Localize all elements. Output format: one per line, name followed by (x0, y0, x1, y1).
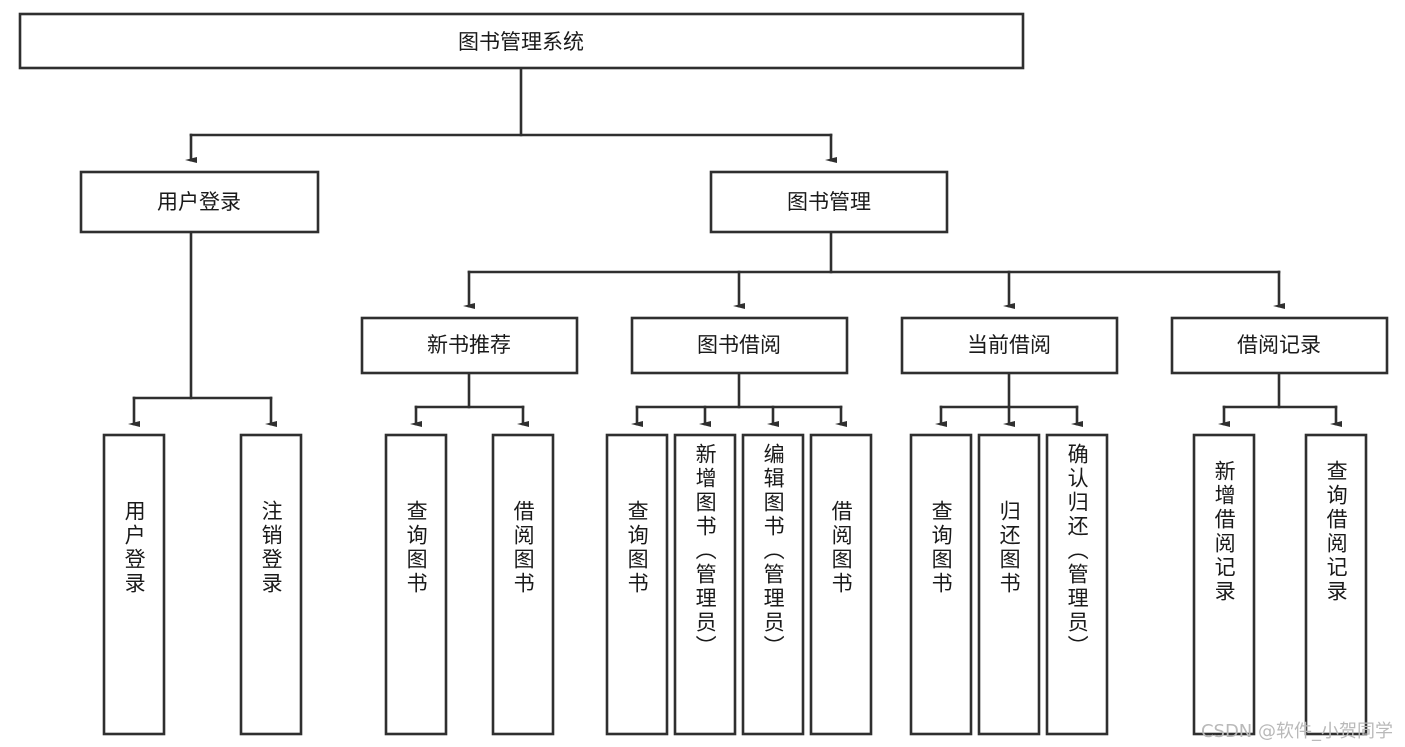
leaf-label-user-login-login: 用户登录 (122, 500, 147, 596)
node-book-management[interactable]: 图书管理 (709, 170, 949, 234)
node-borrow-record-label: 借阅记录 (1237, 333, 1321, 357)
node-borrow-record[interactable]: 借阅记录 (1170, 316, 1389, 375)
leaf-label-currentborrow-confirm: 确认归还（管理员） (1065, 443, 1090, 659)
node-new-book-recommend[interactable]: 新书推荐 (360, 316, 579, 375)
leaf-node-newbook-query[interactable] (384, 433, 448, 736)
leaf-node-currentborrow-query[interactable] (909, 433, 973, 736)
leaf-node-newbook-borrow[interactable] (491, 433, 555, 736)
node-book-borrow[interactable]: 图书借阅 (630, 316, 849, 375)
node-book-borrow-label: 图书借阅 (697, 333, 781, 357)
connector-bookmgmt-to-level3 (463, 230, 1285, 309)
leaf-label-bookborrow-borrow: 借阅图书 (829, 500, 854, 596)
node-user-login-label: 用户登录 (157, 190, 241, 214)
leaf-label-borrowrecord-add: 新增借阅记录 (1212, 460, 1237, 604)
connector-bookborrow-to-leaves (631, 371, 847, 427)
leaf-label-currentborrow-query: 查询图书 (929, 500, 954, 596)
leaf-node-user-login-login[interactable] (102, 433, 166, 736)
leaf-label-borrowrecord-query: 查询借阅记录 (1324, 460, 1349, 604)
leaf-node-currentborrow-return[interactable] (977, 433, 1041, 736)
connector-borrowrecord-to-leaves (1218, 371, 1342, 427)
leaf-node-currentborrow-confirm[interactable] (1045, 433, 1109, 736)
leaf-label-currentborrow-return: 归还图书 (997, 500, 1022, 596)
leaf-node-borrowrecord-query[interactable] (1304, 433, 1368, 736)
leaf-node-borrowrecord-add[interactable] (1192, 433, 1256, 736)
leaf-node-user-login-logout[interactable] (239, 433, 303, 736)
leaf-label-newbook-query: 查询图书 (404, 500, 429, 596)
leaf-node-bookborrow-borrow[interactable] (809, 433, 873, 736)
leaf-label-bookborrow-query: 查询图书 (625, 500, 650, 596)
node-user-login[interactable]: 用户登录 (79, 170, 320, 234)
leaf-node-bookborrow-edit[interactable] (741, 433, 805, 736)
leaf-label-bookborrow-add: 新增图书（管理员） (693, 443, 718, 659)
connector-newbook-to-leaves (410, 371, 529, 427)
node-root[interactable]: 图书管理系统 (18, 12, 1025, 70)
leaf-node-bookborrow-add[interactable] (673, 433, 737, 736)
connector-userlogin-to-leaves (128, 230, 277, 427)
leaf-label-user-login-logout: 注销登录 (259, 500, 284, 596)
connector-currentborrow-to-leaves (935, 371, 1083, 427)
leaf-node-bookborrow-query[interactable] (605, 433, 669, 736)
connector-root-to-level2 (185, 66, 837, 163)
node-current-borrow[interactable]: 当前借阅 (900, 316, 1119, 375)
leaf-label-bookborrow-edit: 编辑图书（管理员） (761, 443, 786, 659)
node-new-book-recommend-label: 新书推荐 (427, 333, 511, 357)
leaf-label-newbook-borrow: 借阅图书 (511, 500, 536, 596)
node-current-borrow-label: 当前借阅 (967, 333, 1051, 357)
csdn-watermark: CSDN @软件_小贺同学 (1200, 721, 1393, 742)
node-book-management-label: 图书管理 (787, 190, 871, 214)
node-root-label: 图书管理系统 (458, 30, 584, 54)
